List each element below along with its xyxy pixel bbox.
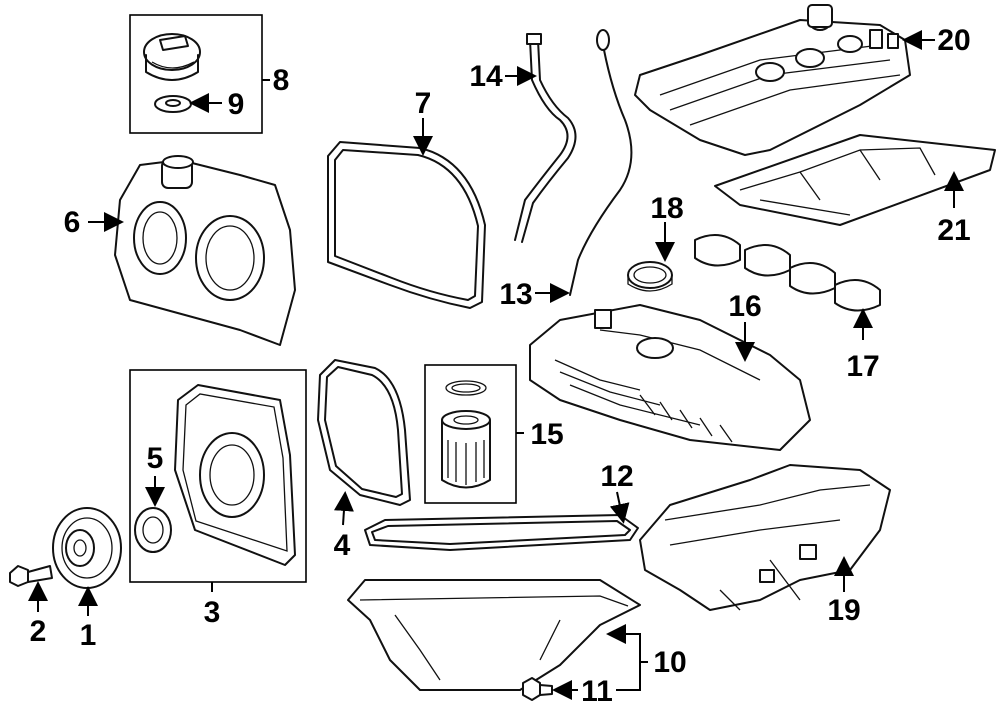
- callout-labels: 1 2 3 4 5 6 7 8 9 10 11 12 13 14 15 16 1…: [30, 24, 971, 708]
- part-16-intake-manifold[interactable]: [529, 304, 811, 451]
- part-3-box: [129, 369, 307, 583]
- part-11-drain-plug[interactable]: [522, 677, 578, 701]
- label-12: 12: [600, 460, 633, 493]
- label-19: 19: [827, 594, 860, 627]
- label-21: 21: [937, 214, 970, 247]
- part-10-oil-pan[interactable]: [347, 579, 648, 691]
- part-20-valve-cover[interactable]: [634, 4, 935, 156]
- label-2: 2: [30, 615, 47, 648]
- label-14: 14: [469, 60, 503, 93]
- label-11: 11: [581, 675, 613, 708]
- label-3: 3: [204, 596, 221, 629]
- part-13-oil-dipstick[interactable]: [535, 29, 633, 303]
- label-10: 10: [653, 646, 686, 679]
- part-6-engine-front-cover[interactable]: [88, 155, 296, 346]
- part-14-oil-level-tube[interactable]: [505, 33, 577, 243]
- label-9: 9: [228, 88, 245, 121]
- label-18: 18: [650, 192, 683, 225]
- label-15: 15: [530, 418, 563, 451]
- part-4-timing-cover-gasket[interactable]: [317, 359, 411, 526]
- label-13: 13: [499, 278, 532, 311]
- part-7-front-cover-gasket[interactable]: [327, 118, 486, 309]
- label-1: 1: [80, 619, 97, 652]
- part-18-throttle-body-seal[interactable]: [627, 222, 675, 292]
- part-12-oil-pan-gasket[interactable]: [364, 491, 639, 551]
- part-17-intake-gasket[interactable]: [694, 234, 881, 340]
- part-8-oil-filler-cap-group[interactable]: [129, 14, 270, 134]
- part-8-box: [129, 14, 263, 134]
- label-16: 16: [728, 290, 761, 323]
- part-5-rear-seal: [134, 476, 172, 553]
- part-15-oil-filter-group[interactable]: [424, 364, 524, 504]
- label-17: 17: [846, 350, 879, 383]
- label-5: 5: [147, 442, 164, 475]
- part-9-seal-ring: [154, 95, 192, 113]
- part-21-valve-cover-gasket[interactable]: [714, 134, 996, 226]
- label-7: 7: [415, 87, 432, 120]
- part-3-rear-cover-group[interactable]: [129, 369, 307, 592]
- part-19-engine-cover[interactable]: [639, 464, 891, 611]
- label-20: 20: [937, 24, 970, 57]
- oil-filler-cap: [143, 33, 201, 81]
- part-1-crankshaft-pulley[interactable]: [52, 507, 122, 616]
- label-6: 6: [64, 206, 81, 239]
- label-8: 8: [273, 64, 290, 97]
- label-4: 4: [334, 529, 351, 562]
- part-2-pulley-bolt[interactable]: [9, 565, 53, 612]
